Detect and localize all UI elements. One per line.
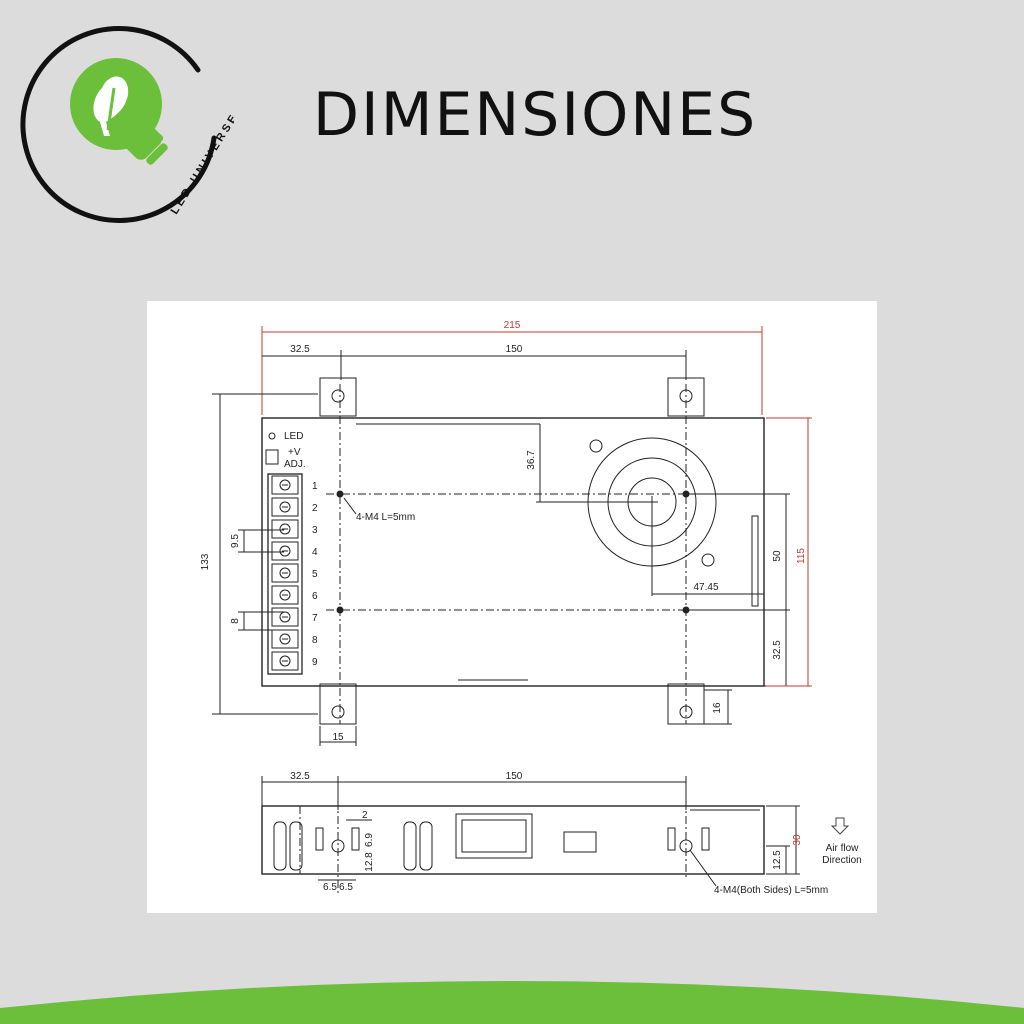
terminal-number: 8 xyxy=(312,635,318,646)
brand-name: LED UNIVERSE xyxy=(169,111,234,217)
airflow-label-line1: Air flow xyxy=(826,843,860,854)
dim-left-offset: 32.5 xyxy=(290,344,310,355)
side-dim-2: 2 xyxy=(362,810,368,821)
dim-hole-vertical: 50 xyxy=(772,550,783,562)
terminal-screw xyxy=(279,655,291,667)
terminal-number: 7 xyxy=(312,613,318,624)
dim-pitch-a: 9.5 xyxy=(230,534,241,548)
side-view: 32.5 150 2 6.9 xyxy=(261,771,862,896)
terminal-number: 9 xyxy=(312,657,318,668)
dim-fan-offset-top: 36.7 xyxy=(526,450,537,470)
terminal-slot xyxy=(271,607,299,627)
terminal-slot xyxy=(271,651,299,671)
mount-hole-label: 4-M4 L=5mm xyxy=(356,512,415,523)
terminal-slot xyxy=(271,497,299,517)
terminal-screw xyxy=(279,523,291,535)
panel-adj-label: ADJ. xyxy=(284,459,306,470)
page-title: DIMENSIONES xyxy=(312,80,758,150)
panel-led-label: LED xyxy=(284,431,303,442)
side-mount-label: 4-M4(Both Sides) L=5mm xyxy=(714,885,828,896)
terminal-screw xyxy=(279,479,291,491)
terminal-number: 2 xyxy=(312,503,318,514)
terminal-screw xyxy=(279,501,291,513)
side-dim-hole-spacing: 150 xyxy=(506,771,523,782)
arrow-down-icon xyxy=(830,817,850,835)
terminal-block: 1 2 3 4 5 6 7 8 9 xyxy=(271,475,318,671)
terminal-number: 3 xyxy=(312,525,318,536)
terminal-screw xyxy=(279,589,291,601)
lightbulb-icon xyxy=(70,58,168,165)
terminal-slot xyxy=(271,629,299,649)
side-dim-height: 30 xyxy=(792,834,803,846)
dim-hole-from-bottom: 32.5 xyxy=(772,640,783,660)
terminal-number: 1 xyxy=(312,481,318,492)
airflow-label-line2: Direction xyxy=(822,855,861,866)
footer-wave xyxy=(0,981,1024,1024)
dimension-drawing: 215 32.5 150 133 xyxy=(147,301,877,913)
terminal-number: 4 xyxy=(312,547,318,558)
dim-pitch-b: 8 xyxy=(230,618,241,624)
dim-overall-width: 215 xyxy=(504,320,521,331)
terminal-slot xyxy=(271,519,299,539)
terminal-screw xyxy=(279,611,291,623)
terminal-screw xyxy=(279,567,291,579)
terminal-number: 6 xyxy=(312,591,318,602)
side-dim-left-offset: 32.5 xyxy=(290,771,310,782)
brand-logo: LED UNIVERSE xyxy=(18,18,241,234)
terminal-screw xyxy=(279,633,291,645)
terminal-number: 5 xyxy=(312,569,318,580)
dim-foot-height: 16 xyxy=(712,702,723,714)
dim-hole-spacing: 150 xyxy=(506,344,523,355)
side-dim-12-8: 12.8 xyxy=(364,852,375,872)
terminal-slot xyxy=(271,541,299,561)
terminal-screw xyxy=(279,545,291,557)
side-dim-6-9: 6.9 xyxy=(364,833,375,847)
dim-overall-depth: 133 xyxy=(200,553,211,570)
panel-v-label: +V xyxy=(288,447,301,458)
dim-foot-width: 15 xyxy=(332,732,344,743)
dim-body-depth: 115 xyxy=(796,548,807,564)
side-dim-6-5-left: 6.5 xyxy=(323,882,337,893)
terminal-slot xyxy=(271,585,299,605)
side-dim-hole-height: 12.5 xyxy=(772,850,783,870)
top-view: 215 32.5 150 133 xyxy=(200,320,812,746)
terminal-slot xyxy=(271,475,299,495)
terminal-slot xyxy=(271,563,299,583)
dim-fan-offset-side: 47.45 xyxy=(693,582,718,593)
side-dim-6-5-right: 6.5 xyxy=(339,882,353,893)
